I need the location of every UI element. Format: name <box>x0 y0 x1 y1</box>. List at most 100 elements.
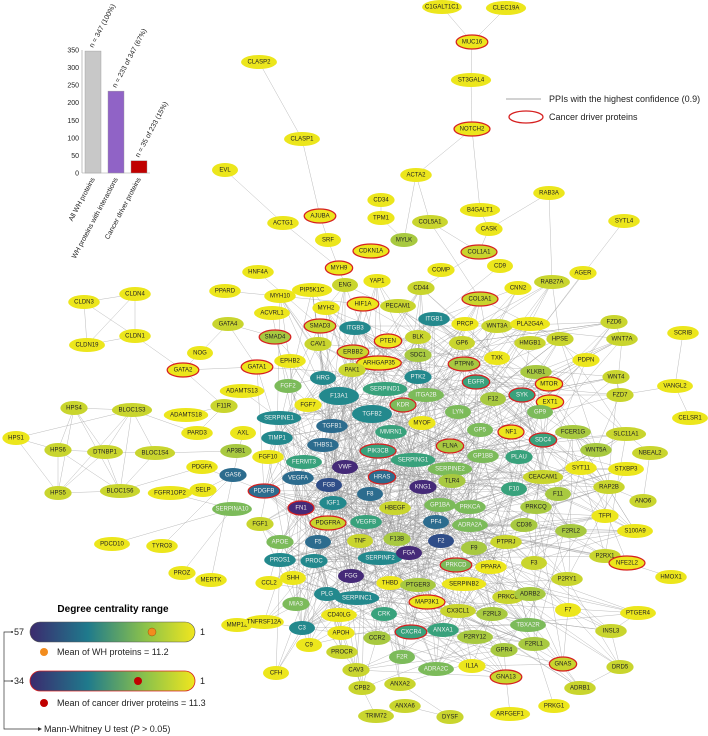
node-f13b[interactable]: F13B <box>383 532 411 546</box>
node-fcer1g[interactable]: FCER1G <box>555 425 591 439</box>
node-fgb[interactable]: FGB <box>316 478 342 492</box>
node-pdgfra[interactable]: PDGFRA <box>309 515 347 531</box>
node-igf1[interactable]: IGF1 <box>319 496 347 510</box>
node-pdcd10[interactable]: PDCD10 <box>94 537 130 551</box>
node-notch2[interactable]: NOTCH2 <box>453 121 491 137</box>
node-timp1[interactable]: TIMP1 <box>261 431 293 445</box>
node-hmgb1[interactable]: HMGB1 <box>514 336 546 350</box>
node-slc11a1[interactable]: SLC11A1 <box>605 427 647 441</box>
node-celsr1[interactable]: CELSR1 <box>672 411 708 425</box>
node-rab27a[interactable]: RAB27A <box>534 275 570 289</box>
node-f2r[interactable]: F2R <box>389 650 415 664</box>
node-f2rl3[interactable]: F2RL3 <box>476 607 508 621</box>
node-pdpn[interactable]: PDPN <box>572 353 600 367</box>
node-f3[interactable]: F3 <box>521 556 547 570</box>
node-fn1[interactable]: FN1 <box>287 500 315 516</box>
node-cfh[interactable]: CFH <box>263 666 289 680</box>
node-tyro3[interactable]: TYRO3 <box>146 539 178 553</box>
node-prkcq[interactable]: PRKCQ <box>520 500 552 514</box>
node-pecam1[interactable]: PECAM1 <box>380 299 416 313</box>
node-hps4[interactable]: HPS4 <box>60 401 88 415</box>
node-gata1[interactable]: GATA1 <box>240 359 274 375</box>
node-prcp[interactable]: PRCP <box>451 317 479 331</box>
node-f10[interactable]: F10 <box>501 482 527 496</box>
node-cd36[interactable]: CD36 <box>510 518 538 532</box>
node-ptprj[interactable]: PTPRJ <box>490 535 522 549</box>
node-prkca[interactable]: PRKCA <box>454 500 486 514</box>
node-f12[interactable]: F12 <box>480 392 506 406</box>
node-sdc4[interactable]: SDC4 <box>528 432 558 448</box>
node-cask[interactable]: CASK <box>475 222 503 236</box>
node-gp5[interactable]: GP5 <box>467 423 493 437</box>
node-nfe2l2[interactable]: NFE2L2 <box>608 555 646 571</box>
node-cldn1[interactable]: CLDN1 <box>119 329 151 343</box>
node-f9[interactable]: F9 <box>461 541 487 555</box>
node-scrib[interactable]: SCRIB <box>667 326 699 340</box>
node-acvrl1[interactable]: ACVRL1 <box>254 306 290 320</box>
node-f7[interactable]: F7 <box>555 603 581 617</box>
node-serpinc1[interactable]: SERPINC1 <box>334 591 380 605</box>
node-clasp1[interactable]: CLASP1 <box>284 132 320 146</box>
node-ptk2[interactable]: PTK2 <box>404 370 432 384</box>
node-arhgap35[interactable]: ARHGAP35 <box>356 355 402 371</box>
node-vegfa[interactable]: VEGFA <box>282 471 314 485</box>
node-f5[interactable]: F5 <box>305 535 331 549</box>
node-cldn19[interactable]: CLDN19 <box>69 338 105 352</box>
node-pla2g4a[interactable]: PLA2G4A <box>509 317 551 331</box>
node-pak1[interactable]: PAK1 <box>338 363 366 377</box>
node-f8[interactable]: F8 <box>357 487 383 501</box>
node-itgb1[interactable]: ITGB1 <box>418 312 450 326</box>
node-trim72[interactable]: TRIM72 <box>358 709 394 723</box>
node-fgf7[interactable]: FGF7 <box>294 398 322 412</box>
node-syk[interactable]: SYK <box>508 387 536 403</box>
node-mtor[interactable]: MTOR <box>534 376 564 392</box>
node-ephb2[interactable]: EPHB2 <box>274 354 306 368</box>
node-flna[interactable]: FLNA <box>435 438 465 454</box>
node-nf1[interactable]: NF1 <box>497 424 525 440</box>
node-adra2a[interactable]: ADRA2A <box>452 518 488 532</box>
node-hpse[interactable]: HPSE <box>546 332 574 346</box>
node-mertk[interactable]: MERTK <box>195 573 227 587</box>
node-fgfr1op2[interactable]: FGFR1OP2 <box>147 486 193 500</box>
node-blk[interactable]: BLK <box>405 330 431 344</box>
node-col1a1[interactable]: COL1A1 <box>460 244 498 260</box>
node-ager[interactable]: AGER <box>569 266 597 280</box>
node-muc16[interactable]: MUC16 <box>455 34 489 50</box>
node-nog[interactable]: NOG <box>187 346 213 360</box>
node-plg[interactable]: PLG <box>314 587 340 601</box>
node-eng[interactable]: ENG <box>332 278 358 292</box>
node-serpinb2[interactable]: SERPINB2 <box>441 577 487 591</box>
node-proc[interactable]: PROC <box>300 554 328 568</box>
node-thbd[interactable]: THBD <box>376 576 404 590</box>
node-ceacam1[interactable]: CEACAM1 <box>522 470 564 484</box>
node-serpina10[interactable]: SERPINA10 <box>212 502 252 516</box>
node-f11r[interactable]: F11R <box>210 399 238 413</box>
node-ccl2[interactable]: CCL2 <box>255 576 283 590</box>
node-gata2[interactable]: GATA2 <box>166 362 200 378</box>
node-cxcr4[interactable]: CXCR4 <box>394 624 428 640</box>
node-hps1[interactable]: HPS1 <box>2 431 30 445</box>
node-fermt3[interactable]: FERMT3 <box>286 455 322 469</box>
node-gp1bb[interactable]: GP1BB <box>467 449 499 463</box>
node-crk[interactable]: CRK <box>371 607 397 621</box>
node-b4galt1[interactable]: B4GALT1 <box>459 203 501 217</box>
node-c9[interactable]: C9 <box>296 638 322 652</box>
node-gp1ba[interactable]: GP1BA <box>424 498 456 512</box>
node-tfpi[interactable]: TFPI <box>591 509 619 523</box>
node-stxbp3[interactable]: STXBP3 <box>608 462 644 476</box>
node-myh2[interactable]: MYH2 <box>312 301 340 315</box>
node-sdc1[interactable]: SDC1 <box>404 348 432 362</box>
node-yap1[interactable]: YAP1 <box>363 274 391 288</box>
node-myof[interactable]: MYOF <box>408 416 436 430</box>
node-tlr4[interactable]: TLR4 <box>438 474 466 488</box>
node-wnt7a[interactable]: WNT7A <box>606 332 638 346</box>
node-actg1[interactable]: ACTG1 <box>267 216 299 230</box>
node-ajuba[interactable]: AJUBA <box>303 208 337 224</box>
node-pdgfb[interactable]: PDGFB <box>247 483 281 499</box>
node-vwf[interactable]: VWF <box>332 460 358 474</box>
node-smad4[interactable]: SMAD4 <box>258 329 292 345</box>
node-f13a1[interactable]: F13A1 <box>319 387 359 405</box>
node-cd44[interactable]: CD44 <box>407 281 435 295</box>
node-egfr[interactable]: EGFR <box>461 374 491 390</box>
node-f2rl2[interactable]: F2RL2 <box>555 524 587 538</box>
